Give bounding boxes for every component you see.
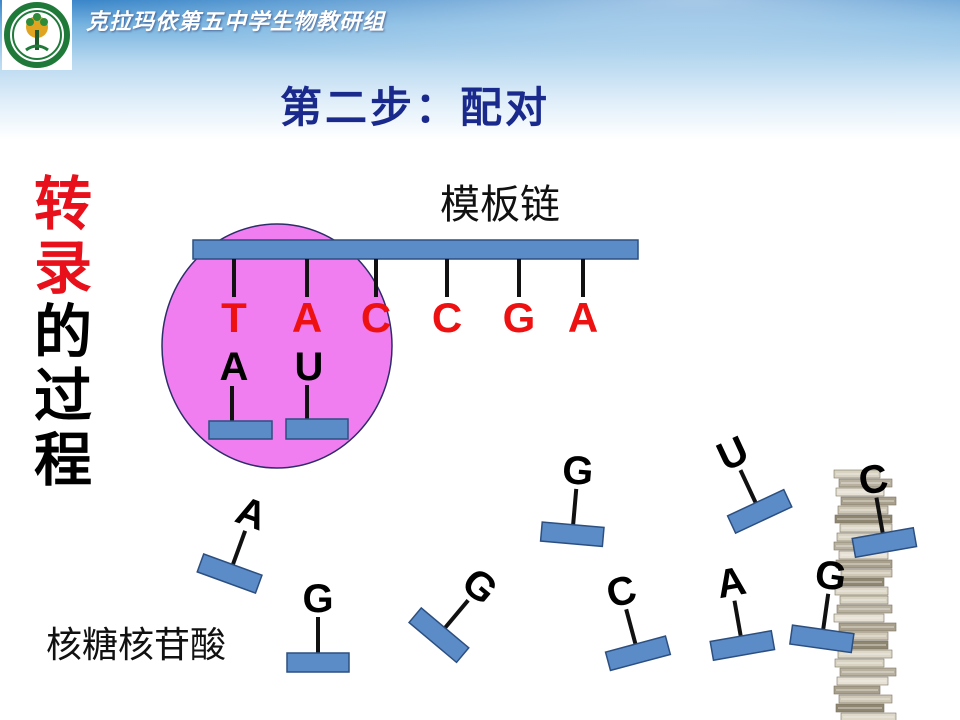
book-stack-image bbox=[833, 469, 897, 720]
template-base: T bbox=[221, 294, 247, 341]
free-base: A bbox=[230, 488, 272, 539]
free-ribose-block bbox=[851, 526, 918, 559]
template-base: C bbox=[432, 294, 462, 341]
free-nucleotide: G bbox=[407, 560, 506, 664]
template-strand-backbone bbox=[192, 239, 639, 260]
side-title-char: 的 bbox=[33, 298, 92, 366]
free-nucleotide: U bbox=[710, 428, 793, 535]
free-base-stem bbox=[738, 469, 758, 504]
free-base: C bbox=[855, 456, 891, 504]
free-ribose-block bbox=[604, 635, 672, 672]
nucleotide-label: 核糖核苷酸 bbox=[46, 625, 227, 666]
free-nucleotide: G bbox=[539, 448, 605, 548]
free-base: G bbox=[302, 577, 333, 621]
free-nucleotide: A bbox=[709, 559, 776, 662]
book bbox=[840, 712, 897, 720]
free-ribose-block bbox=[407, 606, 470, 664]
free-base: G bbox=[560, 448, 595, 495]
template-base: A bbox=[292, 294, 322, 341]
side-title-char: 程 bbox=[33, 426, 92, 494]
free-ribose-block bbox=[789, 624, 855, 654]
free-nucleotide: G bbox=[789, 552, 855, 654]
free-ribose-block bbox=[196, 553, 263, 595]
free-nucleotide: C bbox=[602, 567, 672, 672]
free-nucleotide: C bbox=[851, 456, 918, 559]
template-base: G bbox=[503, 294, 536, 341]
side-title: 转 录 的 过 程 bbox=[28, 172, 98, 492]
free-ribose-block bbox=[709, 629, 776, 662]
paired-base: A bbox=[220, 345, 249, 389]
free-base: G bbox=[812, 552, 849, 600]
free-ribose-block bbox=[726, 488, 793, 535]
free-base-stem bbox=[571, 488, 579, 525]
paired-ribose-block bbox=[208, 420, 273, 440]
pairing-highlight bbox=[161, 223, 393, 469]
free-base-stem bbox=[874, 497, 885, 534]
free-nucleotide: G bbox=[286, 577, 350, 673]
template-base: C bbox=[361, 294, 391, 341]
free-nucleotide: A bbox=[196, 488, 272, 595]
school-logo bbox=[2, 0, 72, 70]
free-base-stem bbox=[821, 593, 831, 630]
free-base: C bbox=[602, 567, 641, 617]
free-base-stem bbox=[732, 600, 743, 637]
template-base: A bbox=[568, 294, 598, 341]
side-title-char: 过 bbox=[33, 362, 92, 430]
paired-ribose-block bbox=[285, 418, 349, 440]
side-title-char: 录 bbox=[33, 234, 92, 302]
header-title: 克拉玛依第五中学生物教研组 bbox=[86, 9, 386, 35]
free-base: A bbox=[713, 559, 749, 607]
free-base: U bbox=[710, 428, 755, 480]
free-ribose-block bbox=[286, 652, 350, 673]
free-base-stem bbox=[624, 608, 638, 645]
header-band bbox=[0, 0, 960, 140]
paired-base: U bbox=[295, 345, 324, 389]
template-strand-label: 模板链 bbox=[440, 182, 560, 228]
free-ribose-block bbox=[539, 521, 605, 548]
free-base-stem bbox=[443, 599, 470, 630]
free-base-stem bbox=[230, 530, 248, 566]
side-title-char: 转 bbox=[33, 170, 92, 238]
slide-title: 第二步：配对 bbox=[280, 83, 551, 132]
